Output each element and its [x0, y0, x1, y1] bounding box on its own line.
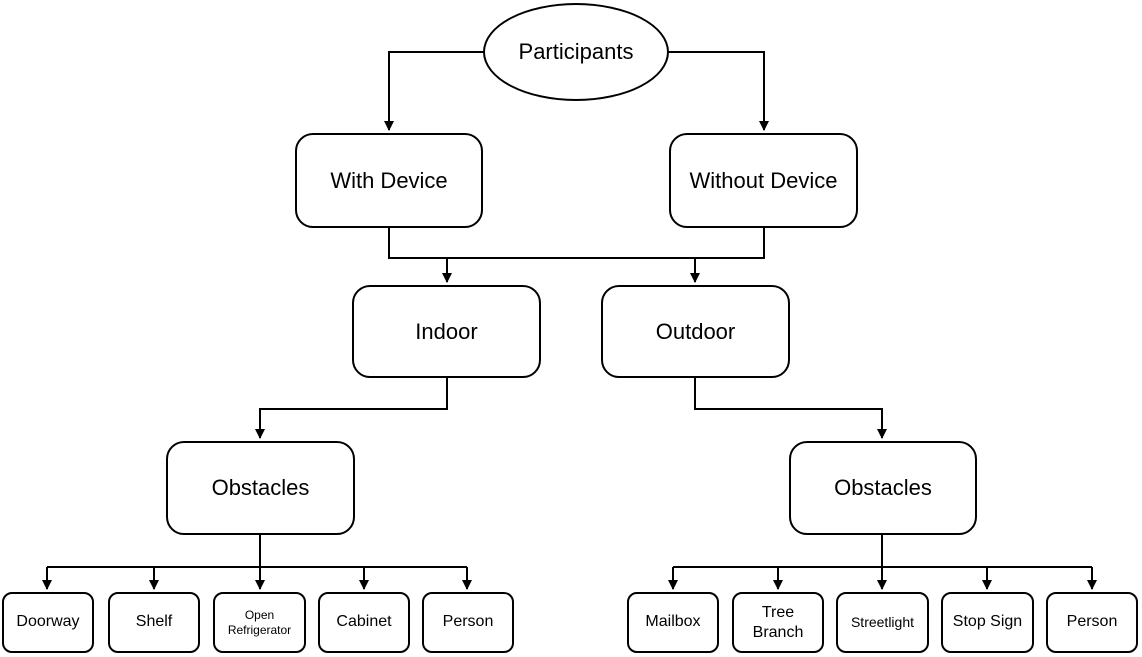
edge-participants-with-device [384, 51, 484, 131]
tree-branch-label: Tree Branch [752, 604, 804, 641]
edge-participants-without-device [668, 51, 769, 131]
participants-node: Participants [483, 3, 669, 101]
outdoor-person-label: Person [1066, 613, 1118, 631]
stop-sign-node: Stop Sign [941, 592, 1034, 653]
indoor-obstacles-label: Obstacles [211, 475, 310, 500]
outdoor-label: Outdoor [655, 318, 736, 344]
participants-label: Participants [518, 39, 634, 64]
outdoor-obstacles-label: Obstacles [834, 475, 932, 500]
outdoor-person-node: Person [1046, 592, 1138, 653]
edge-device-merge [388, 228, 765, 259]
without-device-node: Without Device [669, 133, 858, 228]
indoor-obstacles-node: Obstacles [166, 441, 355, 535]
open-refrigerator-node: Open Refrigerator [213, 592, 306, 653]
with-device-node: With Device [295, 133, 483, 228]
indoor-person-label: Person [442, 613, 494, 631]
stop-sign-label: Stop Sign [952, 613, 1023, 631]
open-refrigerator-label: Open Refrigerator [227, 608, 292, 637]
outdoor-node: Outdoor [601, 285, 790, 378]
edge-outdoor-obstacles [694, 378, 887, 439]
doorway-node: Doorway [2, 592, 94, 653]
mailbox-label: Mailbox [645, 613, 701, 631]
with-device-label: With Device [330, 167, 448, 193]
indoor-label: Indoor [415, 318, 478, 344]
without-device-label: Without Device [689, 167, 838, 193]
doorway-label: Doorway [16, 613, 80, 631]
outdoor-obstacles-node: Obstacles [789, 441, 977, 535]
edge-indoor-obstacles [255, 378, 448, 439]
tree-branch-node: Tree Branch [732, 592, 824, 653]
shelf-node: Shelf [108, 592, 200, 653]
indoor-person-node: Person [422, 592, 514, 653]
cabinet-node: Cabinet [318, 592, 410, 653]
shelf-label: Shelf [135, 613, 173, 631]
streetlight-node: Streetlight [836, 592, 929, 653]
streetlight-label: Streetlight [850, 614, 915, 631]
cabinet-label: Cabinet [336, 613, 392, 631]
indoor-node: Indoor [352, 285, 541, 378]
mailbox-node: Mailbox [627, 592, 719, 653]
